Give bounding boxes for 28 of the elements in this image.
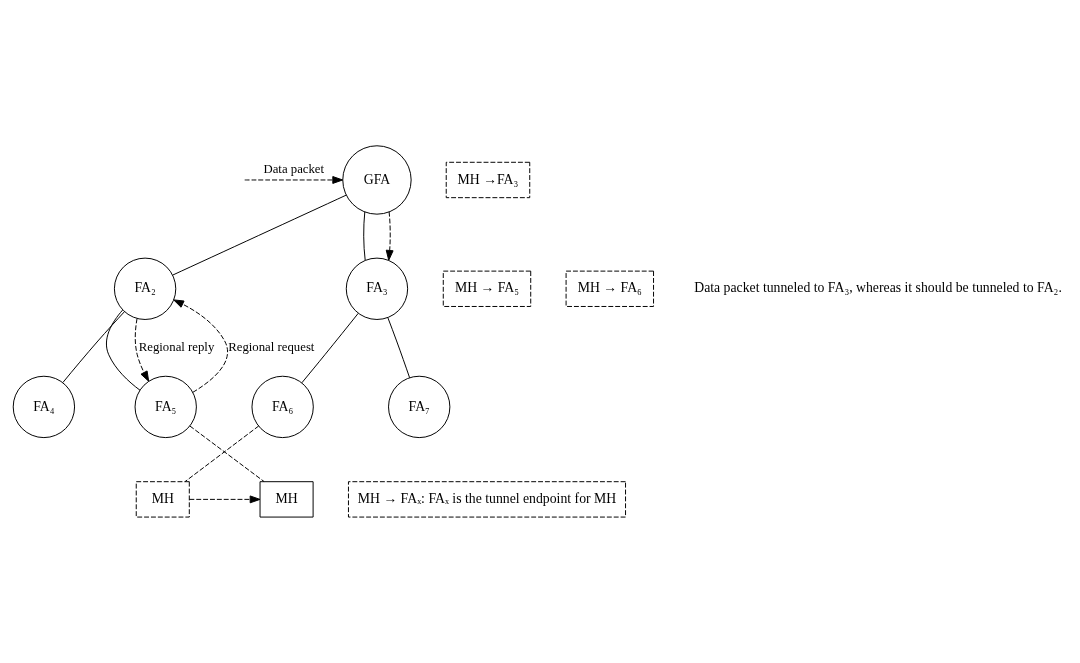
arrow [385,211,394,261]
node-circle: FA₇ [388,375,451,439]
node-circle: FA₆ [251,375,314,439]
connector [62,311,125,384]
arrow [173,299,229,393]
edge-label: Data packet [263,162,325,177]
node-circle: FA₅ [134,375,197,439]
connector [301,312,359,384]
node-box: MH [135,481,190,518]
node-box: MH →FA₃ [445,161,531,199]
node-box: MH [259,481,314,518]
arrow [188,495,261,504]
node-box: MH → FA₅ [442,270,532,307]
arrow [134,318,150,382]
edge-label: Regional request [228,340,315,355]
connector [387,317,411,379]
node-box: MH → FA₆ [565,270,654,307]
connector [172,194,347,276]
edge-label: Regional reply [138,340,215,355]
node-circle: GFA [342,145,412,215]
connector [105,309,141,391]
connector [363,211,366,261]
node-circle: FA₂ [113,257,177,320]
label: Data packet tunneled to FA₃, whereas it should be tunneled to FA₂. [694,280,1062,296]
node-circle: FA₄ [12,375,76,439]
node-box: MH → FAₓ: FAₓ is the tunnel endpoint for MH [348,481,626,518]
node-circle: FA₃ [345,257,409,320]
arrow [244,176,344,184]
